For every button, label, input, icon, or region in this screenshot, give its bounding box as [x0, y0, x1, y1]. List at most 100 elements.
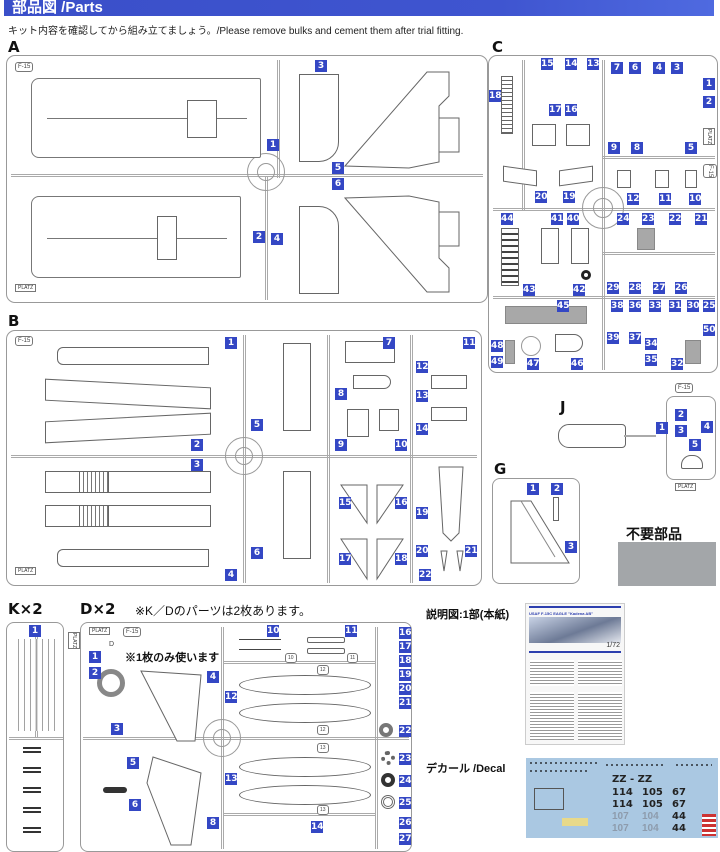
part-number-12: 12: [627, 193, 640, 205]
part-intake-panel: [299, 206, 339, 294]
part-number-3: 3: [191, 459, 203, 471]
part-seat-frame: [345, 341, 395, 363]
part-number-41: 41: [551, 213, 564, 225]
part-canopy-base: [521, 336, 541, 356]
sprue-gate-circle-inner: [257, 163, 275, 181]
part-number-12: 12: [416, 361, 429, 373]
part-number-16: 16: [395, 497, 408, 509]
part-number-3: 3: [565, 541, 577, 553]
decal-code-zz: ZZ - ZZ: [612, 774, 653, 785]
part-number-3: 3: [671, 62, 683, 74]
sprue-d-inline-label: D: [107, 641, 117, 649]
part-number-44: 44: [501, 213, 514, 225]
platz-logo: PLATZ: [703, 128, 715, 146]
decal-markings: [606, 764, 666, 766]
part-hud: [681, 455, 703, 469]
part-number-7: 7: [611, 62, 623, 74]
part-number-4: 4: [653, 62, 665, 74]
part-fuselage-side: [57, 549, 209, 567]
part-number-6: 6: [251, 547, 263, 559]
part-pylon: [307, 637, 345, 643]
sprue-d-tag: F-15: [123, 627, 142, 637]
part-number-21: 21: [695, 213, 708, 225]
small-tag-12: 12: [317, 665, 329, 675]
intro-text: キット内容を確認してから組み立てましょう。/Please remove bulk…: [8, 26, 464, 37]
part-number-14: 14: [416, 423, 429, 435]
sprue-a-tag: F-15: [15, 62, 34, 72]
part-number-27: 27: [399, 833, 412, 845]
part-pod: [431, 375, 467, 389]
part-number-32: 32: [671, 358, 684, 370]
part-number-15: 15: [541, 58, 554, 70]
part-number-47: 47: [527, 358, 540, 370]
runner: [522, 60, 525, 210]
part-wheel: [581, 270, 591, 280]
part-number-19: 19: [399, 669, 412, 681]
part-number-19: 19: [416, 507, 429, 519]
part-number-5: 5: [332, 162, 344, 174]
part-fuel-tank: [239, 675, 371, 695]
part-box: [347, 409, 369, 437]
sprue-gate-circle: [225, 437, 263, 475]
decal-code: 44: [672, 823, 686, 834]
page-title: 部品図 /Parts: [12, 0, 103, 16]
part-boom: [45, 378, 211, 410]
part-pylon: [307, 648, 345, 654]
part-wings: [343, 71, 460, 293]
part-antenna: [553, 497, 559, 521]
part-number-17: 17: [399, 641, 412, 653]
part-number-29: 29: [607, 282, 620, 294]
part-number-50: 50: [703, 324, 716, 336]
part-number-17: 17: [549, 104, 562, 116]
part-unneeded: [505, 306, 587, 324]
sprue-b: F-15 PLATZ 1 2 3 4 5 6 7 8 9 10 11 12 13…: [6, 330, 482, 586]
part-number-49: 49: [491, 356, 504, 368]
runner: [493, 296, 715, 299]
decal-sheet: ZZ - ZZ 114 105 67 114 105 67 107 104 44…: [526, 758, 718, 838]
part-number-11: 11: [463, 337, 476, 349]
small-tag-10: 10: [285, 653, 297, 663]
part-number-18: 18: [399, 655, 412, 667]
part-number-16: 16: [565, 104, 578, 116]
part-number-45: 45: [557, 300, 570, 312]
part-seat: [501, 76, 513, 134]
part-detail: [47, 238, 227, 239]
part-wheel: [381, 751, 395, 765]
part-number-14: 14: [311, 821, 324, 833]
runner: [410, 335, 413, 583]
part-number-22: 22: [399, 725, 412, 737]
decal-code: 44: [672, 811, 686, 822]
platz-logo: PLATZ: [15, 284, 37, 292]
part-number-2: 2: [89, 667, 101, 679]
runner: [277, 60, 280, 178]
sprue-d: PLATZ F-15 D ※1枚のみ使います 10 11 12 12 13 13…: [80, 622, 412, 852]
part-stabilizer: [140, 670, 202, 742]
manual-text-column: [578, 692, 622, 740]
part-boom: [45, 412, 211, 444]
part-detail: [187, 100, 217, 138]
part-gear: [617, 170, 631, 188]
part-gear: [685, 170, 697, 188]
manual-jet-photo: [529, 617, 621, 643]
part-number-23: 23: [642, 213, 655, 225]
manual-text-column: [530, 692, 574, 740]
small-tag-13: 13: [317, 805, 329, 815]
part-number-31: 31: [669, 300, 682, 312]
part-number-25: 25: [399, 797, 412, 809]
part-number-17: 17: [339, 553, 352, 565]
part-box: [379, 409, 399, 431]
decal-red-stripes: [702, 814, 716, 836]
part-number-48: 48: [491, 340, 504, 352]
part-wheel: [381, 773, 395, 787]
manual-thumbnail: USAF F-15C EAGLE "Kadena AB" 1/72: [525, 603, 625, 745]
sprue-k: 1: [6, 622, 64, 852]
part-rod: [239, 649, 281, 650]
part-number-3: 3: [315, 60, 327, 72]
part-number-46: 46: [571, 358, 584, 370]
part-tail-side: [283, 343, 311, 431]
part-number-10: 10: [395, 439, 408, 451]
part-number-26: 26: [399, 817, 412, 829]
decal-code: 107: [612, 823, 629, 834]
part-intake-grid: [79, 505, 109, 527]
sprue-a: F-15 PLATZ 1 2 3 4 5 6: [6, 55, 488, 303]
